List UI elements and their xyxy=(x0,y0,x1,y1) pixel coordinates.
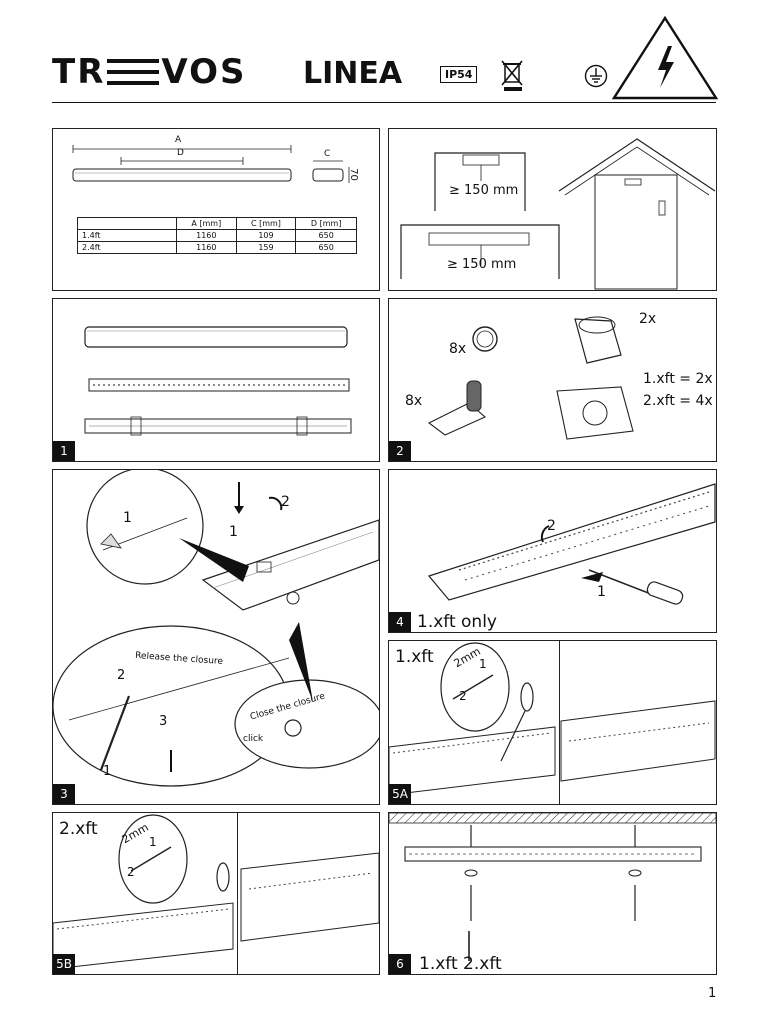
release-number-2: 2 xyxy=(117,668,126,683)
brand-left: TR xyxy=(52,52,106,92)
step-number: 5B xyxy=(53,954,75,974)
cut-number-2: 2 xyxy=(459,689,467,703)
cut-number-2: 2 xyxy=(127,865,135,879)
clearance-top-label: ≥ 150 mm xyxy=(449,183,519,198)
page-number: 1 xyxy=(708,986,717,1001)
cap-quantity: 2x xyxy=(639,311,657,327)
product-title: LINEA xyxy=(303,56,403,91)
accessories-drawing xyxy=(427,316,634,440)
table-cell: 2.4ft xyxy=(77,241,177,254)
callout-number-1: 1 xyxy=(123,510,132,526)
step-number: 5A xyxy=(389,784,411,804)
step-4-panel: 2 1 4 1.xft only xyxy=(388,469,717,633)
step-title: 1.xft xyxy=(395,647,434,667)
table-cell: 650 xyxy=(295,241,357,254)
wire-cutting-drawing-2xft xyxy=(53,814,379,970)
dimensions-table: A [mm] C [mm] D [mm] 1.4ft 1160 109 650 … xyxy=(77,217,357,254)
release-number-1: 1 xyxy=(103,764,112,779)
table-cell: 159 xyxy=(235,241,297,254)
step-number: 1 xyxy=(53,441,75,461)
brand-mark xyxy=(107,59,160,85)
dim-label-height: 70 xyxy=(347,168,359,181)
table-header: A [mm] xyxy=(176,217,237,230)
table-header: D [mm] xyxy=(295,217,357,230)
clearance-drawing xyxy=(400,138,716,290)
cut-number-1: 1 xyxy=(149,835,157,849)
dim-label-c: C xyxy=(324,149,331,159)
arrow-number-2: 2 xyxy=(547,518,556,534)
dimension-drawing xyxy=(72,145,350,183)
arrow-number-1: 1 xyxy=(229,524,238,540)
high-voltage-warning-icon xyxy=(612,16,718,100)
step-1-panel: 1 xyxy=(52,298,380,462)
panel-divider xyxy=(559,641,560,804)
step-title: 2.xft xyxy=(59,819,98,839)
arrow-number-2: 2 xyxy=(281,494,290,510)
step-title: 1.xft 2.xft xyxy=(419,954,502,974)
table-header-row: A [mm] C [mm] D [mm] xyxy=(77,217,357,230)
step-number: 6 xyxy=(389,954,411,974)
brand-logo: TR VOS xyxy=(52,52,246,92)
step-number: 4 xyxy=(389,612,411,632)
step-number: 3 xyxy=(53,784,75,804)
arrow-number-1: 1 xyxy=(597,584,606,600)
release-number-3: 3 xyxy=(159,714,168,729)
table-cell: 1.4ft xyxy=(77,229,177,242)
dim-label-d: D xyxy=(177,148,184,158)
table-row: 1.4ft 1160 109 650 xyxy=(77,229,357,242)
table-row: 2.4ft 1160 159 650 xyxy=(77,241,357,254)
click-label: click xyxy=(243,734,264,744)
table-header xyxy=(77,217,177,230)
luminaire-parts-drawing xyxy=(84,326,352,436)
brand-right: VOS xyxy=(161,52,247,92)
step-5b-panel: 2.xft 2mm 1 2 5B xyxy=(52,812,380,975)
panel-divider xyxy=(237,813,238,974)
ring-quantity: 8x xyxy=(449,341,467,357)
cut-number-1: 1 xyxy=(479,657,487,671)
led-board-drawing xyxy=(427,483,716,605)
closure-drawing xyxy=(53,470,379,787)
step-title: 1.xft only xyxy=(417,612,497,632)
dim-label-a: A xyxy=(175,135,182,145)
clearance-bottom-label: ≥ 150 mm xyxy=(447,257,517,272)
step-number: 2 xyxy=(389,441,411,461)
bracket-quantity-2xft: 2.xft = 4x xyxy=(643,393,713,409)
weee-bin-icon xyxy=(501,60,523,91)
table-cell: 1160 xyxy=(176,229,237,242)
step-2-panel: 8x 2x 8x 1.xft = 2x 2.xft = 4x 2 xyxy=(388,298,717,462)
header-rule xyxy=(52,102,716,103)
clip-quantity: 8x xyxy=(405,393,423,409)
table-header: C [mm] xyxy=(235,217,297,230)
earth-ground-icon xyxy=(584,64,608,88)
wire-cutting-drawing xyxy=(389,642,716,796)
clearance-panel: ≥ 150 mm ≥ 150 mm xyxy=(388,128,717,291)
table-cell: 109 xyxy=(235,229,297,242)
table-cell: 650 xyxy=(295,229,357,242)
step-6-panel: 6 1.xft 2.xft xyxy=(388,812,717,975)
table-cell: 1160 xyxy=(176,241,237,254)
step-5a-panel: 1.xft 2mm 1 2 5A xyxy=(388,640,717,805)
ip-rating-badge: IP54 xyxy=(440,66,478,83)
bracket-quantity-1xft: 1.xft = 2x xyxy=(643,371,713,387)
step-3-panel: 1 1 2 Release the closure 2 3 1 Close th… xyxy=(52,469,380,805)
dimensions-panel: A D C 70 A [mm] C [mm] D [mm] 1.4ft 1160… xyxy=(52,128,380,291)
ceiling-mount-drawing xyxy=(389,813,716,961)
